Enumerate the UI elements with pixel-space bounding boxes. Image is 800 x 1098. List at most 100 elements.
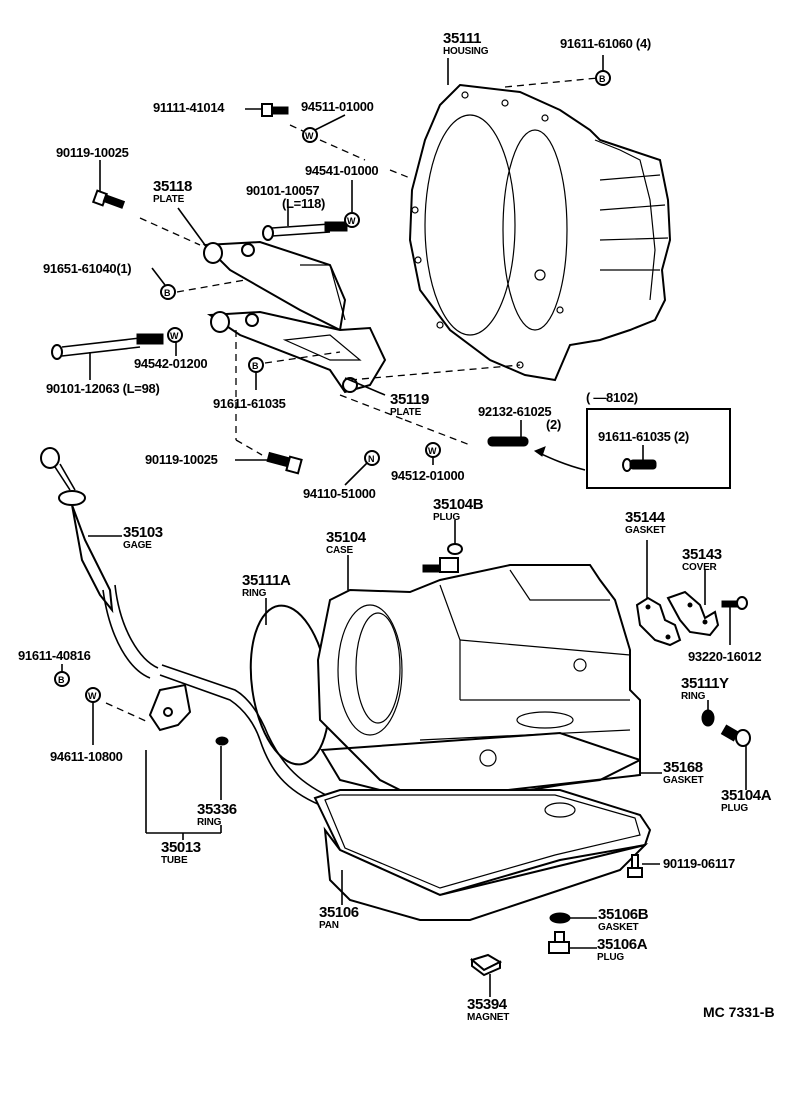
part-name: GASKET — [663, 775, 704, 786]
part-name: CASE — [326, 545, 353, 556]
washer-symbol-icon: W — [302, 127, 318, 143]
part-label-35013[interactable]: 35013 TUBE — [161, 840, 201, 866]
svg-text:W: W — [428, 446, 437, 456]
part-number: 35106B — [598, 906, 649, 923]
part-label-91111-41014[interactable]: 91111-41014 — [153, 100, 225, 115]
bolt-icon — [266, 451, 303, 475]
part-label-90119-10025-mid[interactable]: 90119-10025 — [145, 452, 218, 467]
part-label-94541-01000[interactable]: 94541-01000 — [305, 163, 379, 178]
part-number: 35013 — [161, 839, 201, 856]
svg-text:B: B — [252, 361, 259, 371]
washer-symbol-icon: W — [85, 687, 101, 703]
part-number: 35119 — [390, 391, 429, 408]
part-label-35103[interactable]: 35103 GAGE — [123, 525, 163, 551]
part-label-91651-61040[interactable]: 91651-61040(1) — [43, 261, 132, 276]
part-number: 35143 — [682, 546, 722, 563]
part-label-35111A[interactable]: 35111A RING — [242, 573, 291, 599]
washer-symbol-icon: W — [344, 212, 360, 228]
svg-text:N: N — [368, 454, 375, 464]
drain-plug-icon — [548, 931, 570, 954]
part-label-94542-01200[interactable]: 94542-01200 — [134, 356, 208, 371]
long-bolt-icon — [51, 333, 164, 360]
nut-symbol-icon: N — [364, 450, 380, 466]
part-label-35118[interactable]: 35118 PLATE — [153, 179, 192, 205]
svg-text:W: W — [88, 691, 97, 701]
part-number: 35118 — [153, 178, 192, 195]
bolt-symbol-icon: B — [248, 357, 264, 373]
part-number: 35106A — [597, 936, 648, 953]
part-label-35336[interactable]: 35336 RING — [197, 802, 237, 828]
washer-symbol-icon: W — [425, 442, 441, 458]
part-label-93220-16012[interactable]: 93220-16012 — [688, 649, 762, 664]
part-number: 35336 — [197, 801, 237, 818]
part-label-91611-61035[interactable]: 91611-61035 — [213, 396, 286, 411]
part-name: RING — [197, 817, 222, 828]
part-label-91611-40816[interactable]: 91611-40816 — [18, 648, 91, 663]
part-name: PAN — [319, 920, 339, 931]
part-label-94611-10800[interactable]: 94611-10800 — [50, 749, 123, 764]
part-label-94110-51000[interactable]: 94110-51000 — [303, 486, 376, 501]
part-number: 35104A — [721, 787, 772, 804]
part-label-35104[interactable]: 35104 CASE — [326, 530, 366, 556]
part-label-35394[interactable]: 35394 MAGNET — [467, 997, 509, 1023]
oil-pan-drawing — [313, 789, 652, 921]
plate-35119-drawing — [206, 310, 387, 394]
part-number: 35168 — [663, 759, 703, 776]
part-name: PLATE — [153, 194, 185, 205]
part-label-92132-61025[interactable]: 92132-61025 (2) — [478, 405, 561, 431]
part-name: RING — [242, 588, 267, 599]
inset-header: ( —8102) — [586, 390, 638, 405]
part-number: 35103 — [123, 524, 163, 541]
plug-icon — [422, 543, 463, 573]
part-label-35104A[interactable]: 35104A PLUG — [721, 787, 772, 814]
svg-text:W: W — [170, 331, 179, 341]
bolt-icon — [721, 596, 748, 610]
part-label-35104B[interactable]: 35104B PLUG — [433, 497, 484, 523]
part-number: 35111A — [242, 572, 291, 589]
part-label-94511-01000[interactable]: 94511-01000 — [301, 99, 374, 114]
part-label-90101-12063[interactable]: 90101-12063 (L=98) — [46, 381, 160, 396]
part-name: GAGE — [123, 540, 152, 551]
gasket-35144-drawing — [635, 596, 682, 647]
cover-35143-drawing — [666, 590, 720, 637]
bolt-symbol-icon: B — [595, 70, 611, 86]
plate-35118-drawing — [202, 240, 347, 332]
plug-icon — [720, 724, 751, 747]
inset-bolt-icon — [622, 458, 657, 472]
part-name: GASKET — [598, 922, 639, 933]
part-label-90101-10057[interactable]: 90101-10057 (L=118) — [246, 184, 325, 210]
oil-tube-drawing — [102, 584, 329, 806]
part-label-91611-61060[interactable]: 91611-61060 (4) — [560, 36, 651, 51]
part-number: 35394 — [467, 996, 507, 1013]
part-label-35119[interactable]: 35119 PLATE — [390, 392, 429, 418]
part-name: RING — [681, 691, 706, 702]
part-label-35111[interactable]: 35111 HOUSING — [443, 31, 488, 57]
long-bolt-icon — [262, 221, 348, 241]
part-name: PLUG — [433, 512, 460, 523]
bolt-icon — [91, 189, 126, 209]
part-label-35168[interactable]: 35168 GASKET — [663, 759, 704, 786]
part-label-35111Y[interactable]: 35111Y RING — [681, 676, 729, 702]
part-label-35106[interactable]: 35106 PAN — [319, 905, 359, 931]
bolt-symbol-icon: B — [160, 284, 176, 300]
part-label-35143[interactable]: 35143 COVER — [682, 547, 722, 573]
bolt-icon — [261, 103, 289, 117]
part-label-35144[interactable]: 35144 GASKET — [625, 510, 666, 536]
figure-code: MC 7331-B — [703, 1004, 775, 1020]
part-label-35106B[interactable]: 35106B GASKET — [598, 906, 649, 933]
part-name: PLATE — [390, 407, 422, 418]
part-label-35106A[interactable]: 35106A PLUG — [597, 936, 648, 963]
dipstick-gage-drawing — [40, 447, 114, 614]
part-number: 35111 — [443, 30, 482, 47]
stud-icon — [487, 436, 529, 447]
part-label-90119-06117[interactable]: 90119-06117 — [663, 856, 735, 871]
part-name: MAGNET — [467, 1012, 510, 1023]
part-label-90119-10025-top[interactable]: 90119-10025 — [56, 145, 129, 160]
svg-text:W: W — [347, 216, 356, 226]
part-name: TUBE — [161, 855, 188, 866]
svg-text:B: B — [58, 675, 65, 685]
washer-symbol-icon: W — [167, 327, 183, 343]
part-label-94512-01000[interactable]: 94512-01000 — [391, 468, 465, 483]
bolt-symbol-icon: B — [54, 671, 70, 687]
